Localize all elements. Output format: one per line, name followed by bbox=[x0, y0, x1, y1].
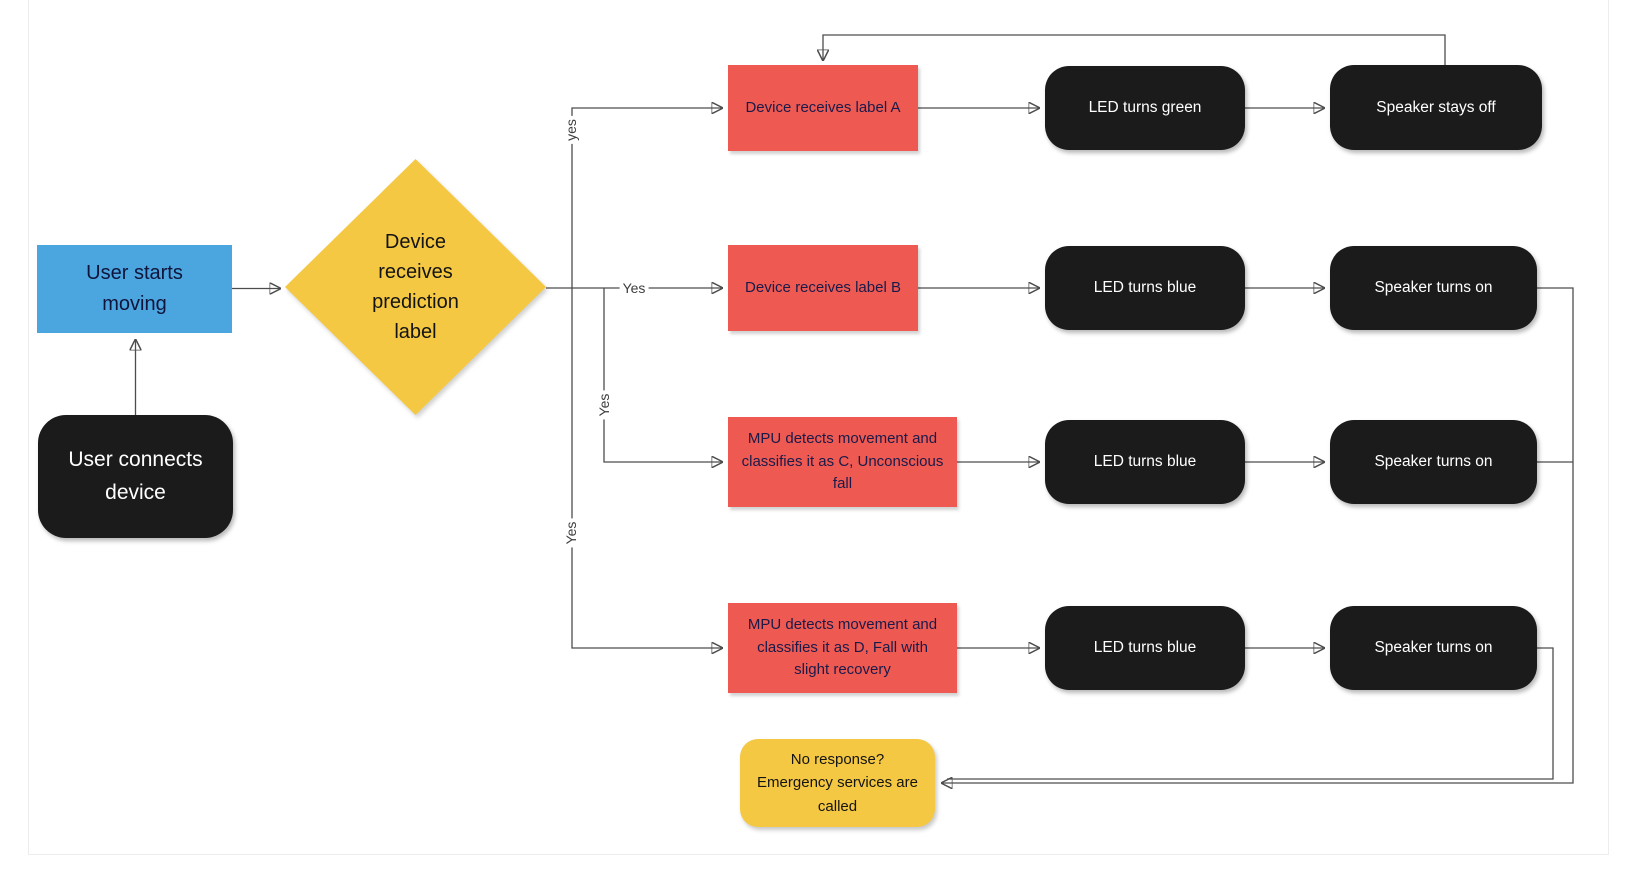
node-device-receives-label-b: Device receives label B bbox=[728, 245, 918, 331]
node-label: Speaker turns on bbox=[1374, 639, 1493, 656]
node-label: No response? Emergency services are call… bbox=[757, 751, 918, 815]
node-label: Speaker turns on bbox=[1374, 453, 1493, 470]
node-label: LED turns blue bbox=[1093, 279, 1197, 296]
node-led-turns-blue-c: LED turns blue bbox=[1045, 420, 1245, 504]
node-label: User starts moving bbox=[86, 262, 183, 315]
node-user-starts-moving: User starts moving bbox=[37, 245, 232, 333]
node-speaker-turns-on-c: Speaker turns on bbox=[1330, 420, 1537, 504]
edge-label-yes-branch-c: Yes bbox=[595, 390, 613, 420]
edge-label-yes-branch-d: Yes bbox=[562, 518, 580, 548]
edge-speaker-off-feedback bbox=[823, 34, 1446, 65]
node-label: MPU detects movement and classifies it a… bbox=[747, 616, 938, 679]
edge-label-yes-branch-b: Yes bbox=[619, 279, 649, 297]
edge-decision-to-label-d bbox=[571, 288, 722, 648]
node-led-turns-blue-d: LED turns blue bbox=[1045, 606, 1245, 690]
node-speaker-turns-on-d: Speaker turns on bbox=[1330, 606, 1537, 690]
node-label: LED turns blue bbox=[1093, 639, 1197, 656]
node-label: Device receives label A bbox=[745, 98, 901, 116]
node-emergency-services: No response? Emergency services are call… bbox=[740, 739, 935, 827]
node-label: MPU detects movement and classifies it a… bbox=[741, 430, 944, 493]
node-speaker-stays-off: Speaker stays off bbox=[1330, 65, 1542, 150]
node-mpu-classifies-d: MPU detects movement and classifies it a… bbox=[728, 603, 957, 693]
edge-decision-to-label-a bbox=[571, 108, 722, 288]
node-mpu-classifies-c: MPU detects movement and classifies it a… bbox=[728, 417, 957, 507]
edge-decision-to-label-c bbox=[603, 288, 722, 462]
node-label: LED turns green bbox=[1088, 99, 1202, 116]
node-label: Speaker stays off bbox=[1376, 98, 1496, 116]
edge-speaker-d-to-emergency bbox=[947, 647, 1554, 780]
node-label: Device receives label B bbox=[745, 278, 901, 296]
node-label: Device receives prediction label bbox=[372, 231, 459, 343]
node-device-receives-label-a: Device receives label A bbox=[728, 65, 918, 151]
node-user-connects-device: User connects device bbox=[38, 415, 233, 538]
node-label: User connects device bbox=[68, 447, 203, 504]
edge-speaker-b-to-emergency bbox=[942, 287, 1574, 783]
decision-diamond-shape: Device receives prediction label bbox=[285, 159, 546, 415]
node-label: Speaker turns on bbox=[1374, 279, 1493, 296]
edge-label-yes-branch-a: yes bbox=[562, 116, 580, 144]
node-label: LED turns blue bbox=[1093, 453, 1197, 470]
node-led-turns-green: LED turns green bbox=[1045, 66, 1245, 150]
node-decision-prediction-label: Device receives prediction label bbox=[285, 159, 546, 415]
node-led-turns-blue-b: LED turns blue bbox=[1045, 246, 1245, 330]
node-speaker-turns-on-b: Speaker turns on bbox=[1330, 246, 1537, 330]
